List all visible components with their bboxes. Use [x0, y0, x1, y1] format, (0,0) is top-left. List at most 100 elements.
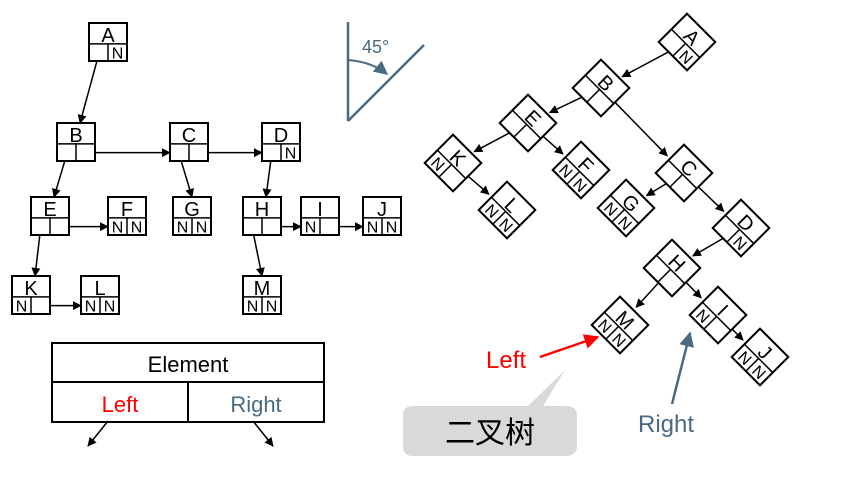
node-box	[642, 238, 702, 298]
node-label: L	[94, 278, 105, 300]
node-divider	[513, 123, 528, 138]
node-divider	[492, 210, 507, 225]
node-divider	[609, 194, 640, 225]
right-node-h: H	[642, 238, 702, 298]
left-node-e: E	[30, 196, 70, 236]
node-structure-legend: Element Left Right	[51, 342, 325, 447]
legend-right-label: Right	[230, 392, 281, 417]
node-box	[477, 180, 537, 240]
right-node-a: AN	[657, 12, 717, 72]
legend-left-label: Left	[102, 392, 139, 417]
node-label: K	[24, 278, 38, 300]
callout-text: 二叉树	[445, 417, 535, 450]
node-box	[654, 143, 714, 203]
null-right-marker: N	[386, 219, 398, 236]
node-divider	[657, 268, 672, 283]
node-divider	[745, 357, 760, 372]
right-node-g: GNN	[596, 178, 656, 238]
redge-e-f	[539, 133, 564, 155]
redge-e-k	[473, 129, 515, 153]
angle-diagonal-line	[347, 44, 425, 122]
right-node-l: LNN	[477, 180, 537, 240]
node-box	[551, 140, 611, 200]
node-label: C	[182, 125, 196, 147]
left-node-d: DN	[261, 122, 301, 162]
null-right-marker: N	[266, 298, 278, 315]
right-node-j: JNN	[730, 327, 790, 387]
null-left-marker: N	[16, 298, 28, 315]
rotation-angle-indicator: 45°	[346, 22, 425, 122]
right-node-c: C	[654, 143, 714, 203]
null-left-marker: N	[85, 298, 97, 315]
node-divider	[603, 311, 634, 342]
pointer-annotations: Left Right	[486, 331, 694, 438]
null-right-marker: N	[131, 219, 143, 236]
null-right-marker: N	[196, 219, 208, 236]
redge-d-h	[691, 235, 728, 257]
node-label: J	[377, 199, 387, 221]
null-left-marker: N	[247, 298, 259, 315]
null-right-marker: N	[112, 45, 124, 62]
node-box	[590, 295, 650, 355]
node-divider	[655, 254, 686, 285]
redge-a-b	[621, 48, 674, 78]
left-node-c: C	[169, 122, 209, 162]
edge-d-h	[262, 155, 273, 198]
node-label: F	[121, 199, 133, 221]
legend-right-arrow	[252, 420, 274, 447]
left-node-k: KN	[11, 275, 51, 315]
callout-bubble: 二叉树	[403, 370, 577, 456]
left-pointer-arrow	[539, 334, 600, 359]
node-divider	[511, 109, 542, 140]
redge-b-e	[548, 94, 587, 114]
node-divider	[564, 156, 595, 187]
edge-b-e	[52, 155, 68, 198]
node-label: E	[43, 199, 56, 221]
edge-h-m	[251, 229, 265, 277]
node-label: D	[274, 125, 288, 147]
left-node-b: B	[56, 122, 96, 162]
node-divider	[584, 74, 615, 105]
right-node-d: DN	[711, 198, 771, 258]
null-left-marker: N	[112, 219, 124, 236]
right-node-k: KN	[423, 133, 483, 193]
left-pointer-label: Left	[486, 347, 526, 374]
right-node-i: IN	[688, 285, 748, 345]
left-node-i: IN	[300, 196, 340, 236]
node-label: I	[317, 199, 323, 221]
left-node-a: AN	[88, 22, 128, 62]
node-divider	[670, 28, 701, 59]
node-divider	[726, 228, 741, 243]
node-divider	[672, 42, 687, 57]
null-left-marker: N	[177, 219, 189, 236]
edge-e-k	[31, 229, 42, 277]
redge-b-c	[611, 98, 668, 157]
right-node-b: B	[571, 58, 631, 118]
node-label: H	[255, 199, 269, 221]
node-box	[423, 133, 483, 193]
right-node-f: FNN	[551, 140, 611, 200]
legend-left-arrow	[87, 420, 109, 447]
node-divider	[605, 325, 620, 340]
left-node-h: H	[242, 196, 282, 236]
node-box	[56, 122, 96, 162]
node-divider	[611, 208, 626, 223]
node-box	[711, 198, 771, 258]
edge-a-b	[77, 55, 100, 124]
right-node-e: E	[498, 93, 558, 153]
node-label: G	[184, 199, 200, 221]
node-divider	[438, 163, 453, 178]
redge-k-l	[464, 172, 490, 195]
node-divider	[724, 214, 755, 245]
node-divider	[667, 159, 698, 190]
callout-shape	[403, 370, 577, 456]
null-left-marker: N	[305, 219, 317, 236]
